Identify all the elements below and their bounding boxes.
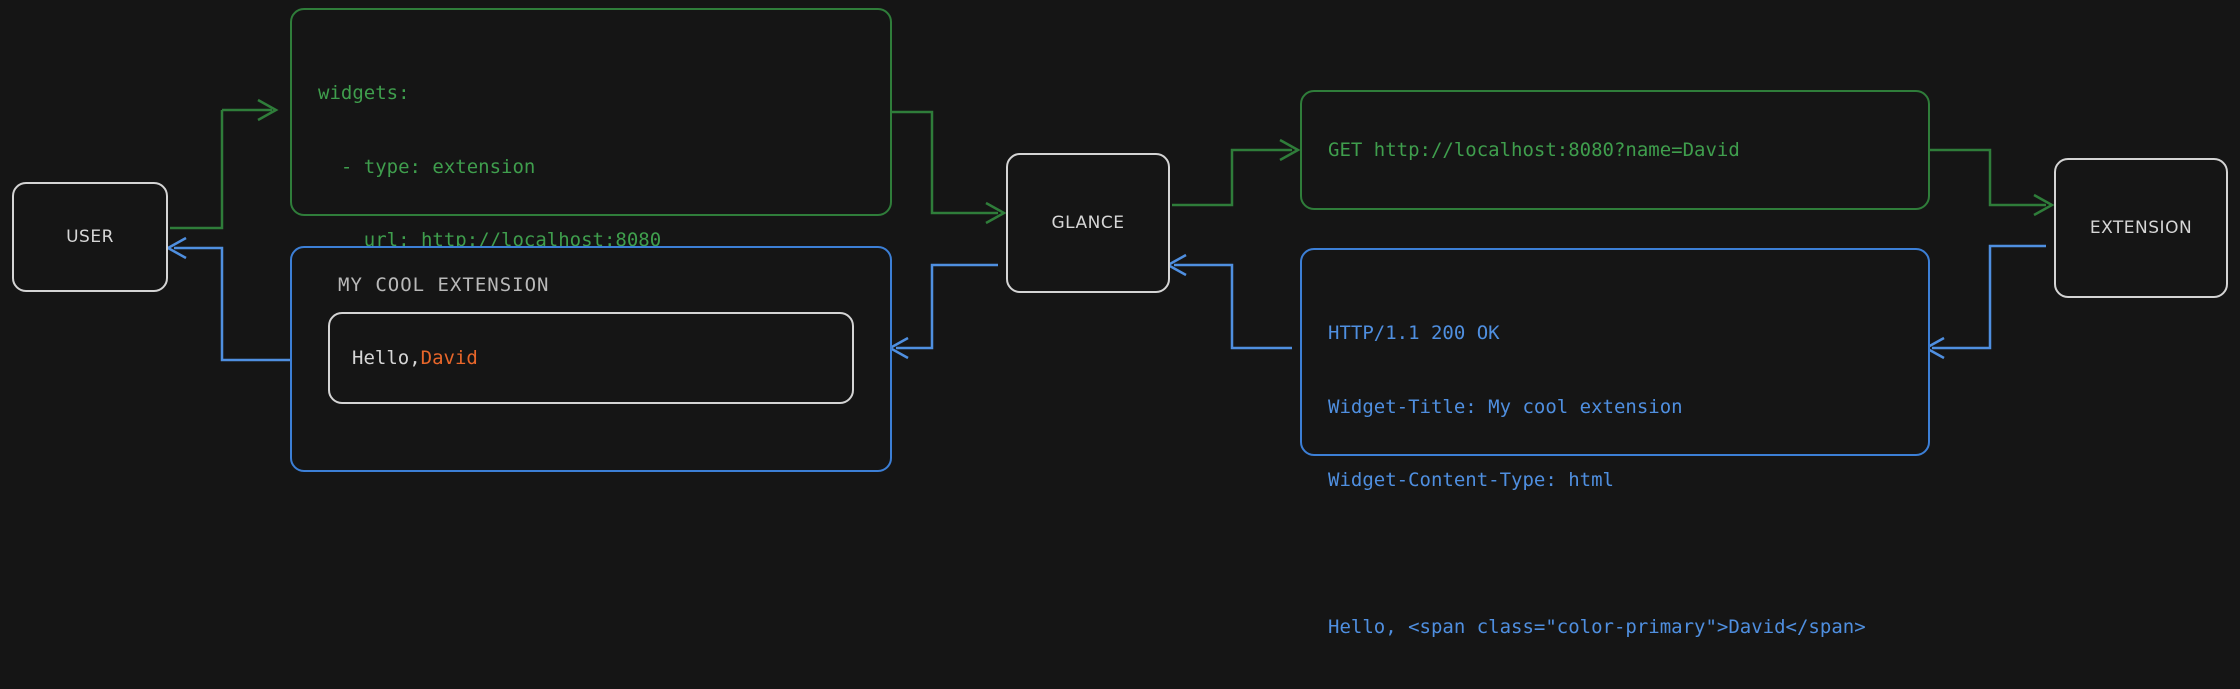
node-glance-label: GLANCE	[1051, 213, 1125, 233]
widget-greeting-prefix: Hello,	[352, 347, 421, 369]
request-line-0: GET http://localhost:8080?name=David	[1328, 138, 1740, 161]
response-line-1: Widget-Title: My cool extension	[1328, 395, 1683, 418]
wire-widget-to-user	[165, 236, 292, 362]
node-extension[interactable]: EXTENSION	[2054, 158, 2228, 298]
node-user-label: USER	[66, 227, 114, 247]
wire-request-to-extension	[1930, 148, 2055, 217]
wire-glance-to-widget	[887, 263, 998, 360]
widget-content-card: Hello, David	[328, 312, 854, 404]
widget-title: MY COOL EXTENSION	[338, 274, 550, 296]
config-line-0: widgets:	[318, 82, 410, 104]
diagram-canvas: USER GLANCE EXTENSION widgets: - type: e…	[12, 8, 2228, 638]
wire-glance-to-request	[1172, 138, 1301, 207]
wire-config-to-glance	[892, 110, 1007, 225]
wire-user-to-config	[170, 98, 279, 230]
wire-response-to-glance	[1165, 253, 1292, 350]
config-line-2: url: http://localhost:8080	[318, 229, 662, 251]
config-line-1: - type: extension	[318, 155, 536, 178]
node-glance[interactable]: GLANCE	[1006, 153, 1170, 293]
response-line-4: Hello, <span class="color-primary">David…	[1328, 616, 1866, 638]
response-line-2: Widget-Content-Type: html	[1328, 469, 1614, 491]
node-user[interactable]: USER	[12, 182, 168, 292]
response-line-blank	[1328, 542, 1902, 567]
config-yaml-box: widgets: - type: extension url: http://l…	[290, 8, 892, 472]
http-request-box: GET http://localhost:8080?name=David	[1300, 90, 1930, 210]
node-extension-label: EXTENSION	[2089, 218, 2193, 238]
wire-extension-to-response	[1923, 244, 2046, 360]
http-response-box: HTTP/1.1 200 OK Widget-Title: My cool ex…	[1300, 248, 1930, 638]
rendered-widget-box: MY COOL EXTENSION Hello, David	[290, 246, 892, 472]
widget-greeting-name: David	[420, 347, 478, 369]
response-line-0: HTTP/1.1 200 OK	[1328, 322, 1500, 344]
